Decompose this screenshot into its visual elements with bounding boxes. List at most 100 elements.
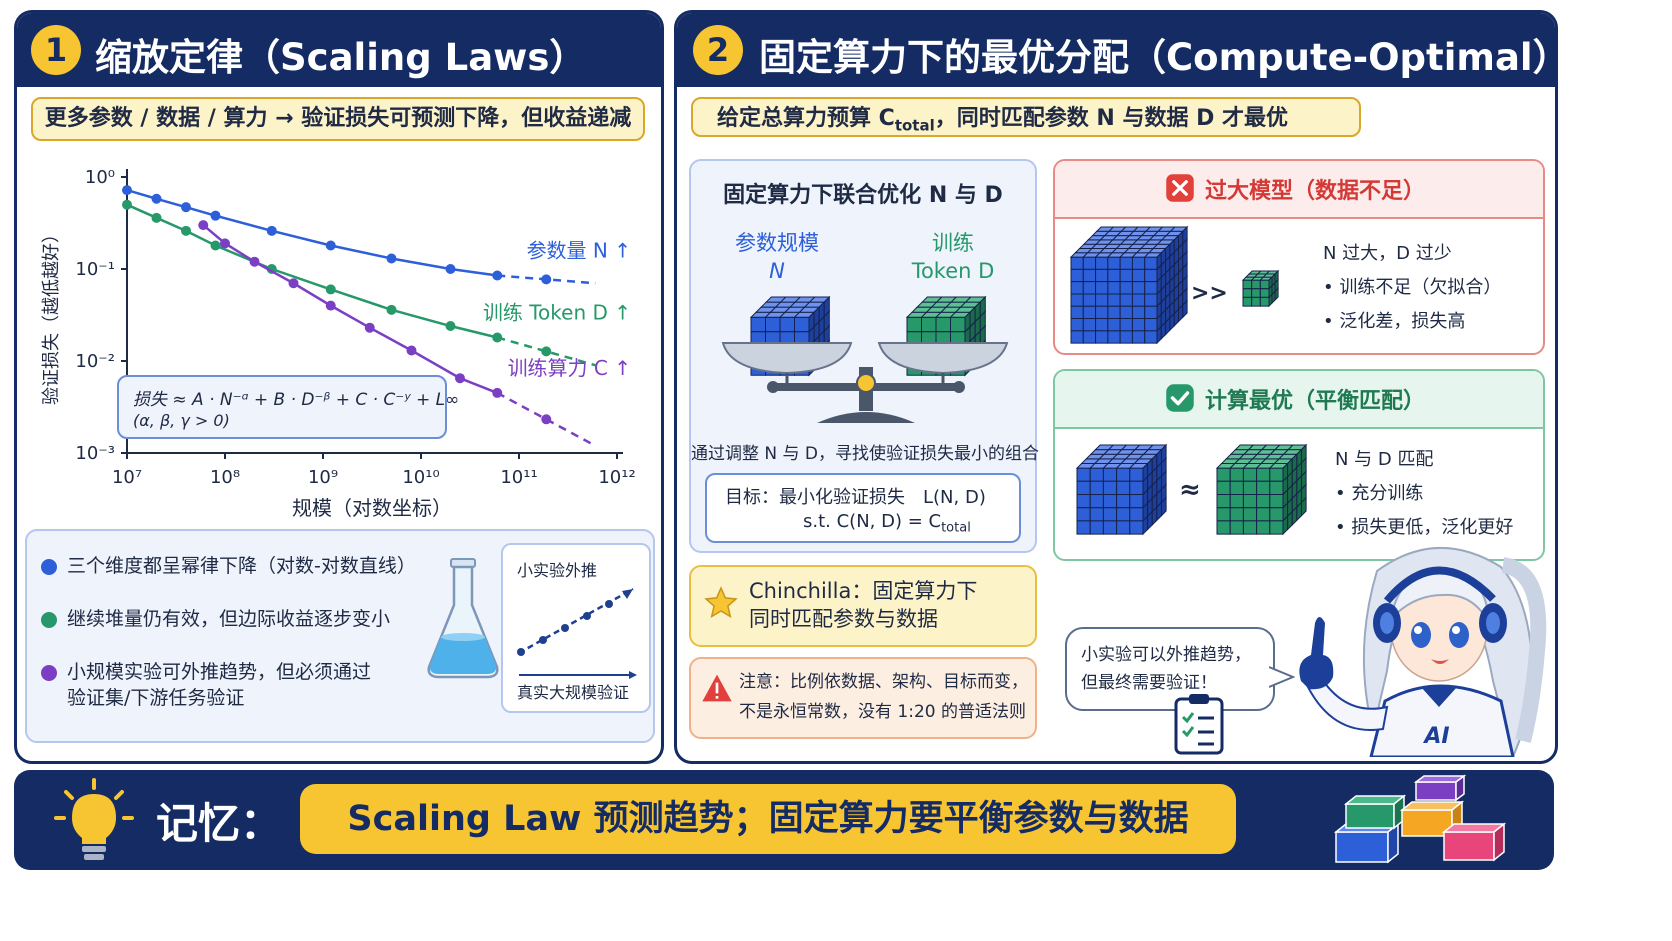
footer-banner: 记忆： Scaling Law 预测趋势；固定算力要平衡参数与数据 xyxy=(14,770,1554,870)
cube-face xyxy=(1095,330,1109,344)
data-point xyxy=(181,225,192,236)
cube-face xyxy=(1274,287,1279,302)
cube-face xyxy=(935,316,951,333)
series-label: 参数量 N ↑ xyxy=(527,238,631,262)
lightbulb-icon xyxy=(54,778,134,860)
cube-face xyxy=(1107,256,1121,270)
cube-face xyxy=(1076,480,1091,495)
data-point xyxy=(492,270,503,281)
cube-face xyxy=(1242,520,1258,535)
flask-icon xyxy=(427,558,499,679)
cube-face xyxy=(1119,281,1133,295)
cube-face xyxy=(1102,520,1118,535)
cube-face xyxy=(1242,480,1258,495)
cube-face xyxy=(1144,256,1158,270)
mascot-illustration: AI xyxy=(1299,547,1547,757)
data-point xyxy=(445,321,456,332)
cube-face xyxy=(1259,288,1270,298)
warning-icon xyxy=(702,674,732,702)
cube-face xyxy=(1119,318,1133,332)
cube-face xyxy=(1229,520,1244,535)
cube-face xyxy=(1129,467,1144,482)
cube-face xyxy=(1119,293,1133,307)
data-point xyxy=(541,274,552,285)
card-title: 计算最优（平衡匹配） xyxy=(1205,389,1426,414)
cube-face xyxy=(1095,256,1109,270)
cube-face xyxy=(1119,305,1133,320)
cube-face xyxy=(1229,507,1244,522)
data-point xyxy=(364,322,375,333)
x-tick-label: 10⁸ xyxy=(210,467,240,488)
cube-face xyxy=(1269,507,1284,522)
cube-face xyxy=(1256,494,1271,509)
compute-optimal-panel: 2 固定算力下的最优分配（Compute-Optimal） 给定总算力预算 Ct… xyxy=(674,10,1558,764)
chinchilla-text: Chinchilla：固定算力下同时匹配参数与数据 xyxy=(749,579,978,631)
data-point xyxy=(122,199,132,210)
y-tick-label: 10⁻² xyxy=(75,351,115,372)
summary-box: 三个维度都呈幂律下降（对数-对数直线） 继续堆量仍有效，但边际收益逐步变小 小规… xyxy=(25,529,655,743)
constraint-text: s.t. C(N, D) = Ctotal xyxy=(803,511,971,536)
cube-face xyxy=(921,316,937,333)
y-tick-label: 10⁻³ xyxy=(75,443,115,464)
cube-face xyxy=(1129,494,1144,509)
bullet-item: 三个维度都呈幂律下降（对数-对数直线） xyxy=(41,551,416,578)
cube-face xyxy=(1089,520,1104,535)
cube-face xyxy=(1242,288,1253,298)
cube-face xyxy=(1129,507,1144,522)
cube-face xyxy=(1102,480,1118,495)
data-point xyxy=(288,278,299,289)
cube-face xyxy=(1119,330,1133,344)
much-greater-symbol: >> xyxy=(1191,281,1228,306)
cube-face xyxy=(1070,268,1084,283)
cube-face xyxy=(1216,480,1231,495)
bullet-item: 继续堆量仍有效，但边际收益逐步变小 xyxy=(41,604,390,631)
cube-face xyxy=(1131,281,1146,295)
cube-face xyxy=(1095,268,1109,283)
cube-face xyxy=(1095,281,1109,295)
cube-face xyxy=(1089,480,1104,495)
subtitle-banner: 更多参数 / 数据 / 算力 → 验证损失可预测下降，但收益递减 xyxy=(31,97,645,141)
cube-face xyxy=(1144,268,1158,283)
cube-face xyxy=(1119,256,1133,270)
section-number: 1 xyxy=(31,25,81,75)
cube-face xyxy=(1107,330,1121,344)
close-icon xyxy=(1166,174,1194,202)
cube-face xyxy=(1300,496,1307,517)
cube-face xyxy=(1095,305,1109,320)
cube-face xyxy=(1082,256,1097,270)
series-label: 训练 Token D ↑ xyxy=(483,301,631,325)
cube-face xyxy=(1089,494,1104,509)
cube-face xyxy=(1116,494,1131,509)
cube-face xyxy=(906,316,922,333)
cube-face xyxy=(1242,467,1258,482)
cube-face xyxy=(1269,467,1284,482)
cube-face xyxy=(1144,318,1158,332)
series-line xyxy=(126,203,498,339)
cube-face xyxy=(1129,520,1144,535)
cube-face xyxy=(1216,467,1231,482)
cube-face xyxy=(1082,330,1097,344)
caution-text: 注意：比例依数据、架构、目标而变，不是永恒常数，没有 1:20 的普适法则 xyxy=(739,672,1028,722)
cube-face xyxy=(1131,318,1146,332)
data-point xyxy=(492,387,503,398)
y-tick-label: 10⁰ xyxy=(85,167,115,188)
star-icon xyxy=(704,586,738,619)
validation-label: 真实大规模验证 xyxy=(517,683,630,702)
bullet-item: 小规模实验可外推趋势，但必须通过 xyxy=(41,657,371,684)
y-axis-title: 验证损失（越低越好） xyxy=(41,225,62,405)
cube-face xyxy=(1089,467,1104,482)
data-point xyxy=(541,414,552,425)
cube-face xyxy=(1089,507,1104,522)
data-point xyxy=(445,264,456,274)
cube-face xyxy=(1251,296,1261,307)
formula-constraint: (α, β, γ > 0) xyxy=(133,411,230,430)
adjust-description: 通过调整 N 与 D，寻找使验证损失最小的组合 xyxy=(691,444,1040,464)
data-point xyxy=(454,373,465,384)
subtitle-banner: 给定总算力预算 Ctotal，同时匹配参数 N 与数据 D 才最优 xyxy=(691,97,1361,137)
cube-face xyxy=(1131,330,1146,344)
data-point xyxy=(151,193,162,204)
cube-face xyxy=(1076,494,1091,509)
x-tick-label: 10⁹ xyxy=(308,467,338,488)
